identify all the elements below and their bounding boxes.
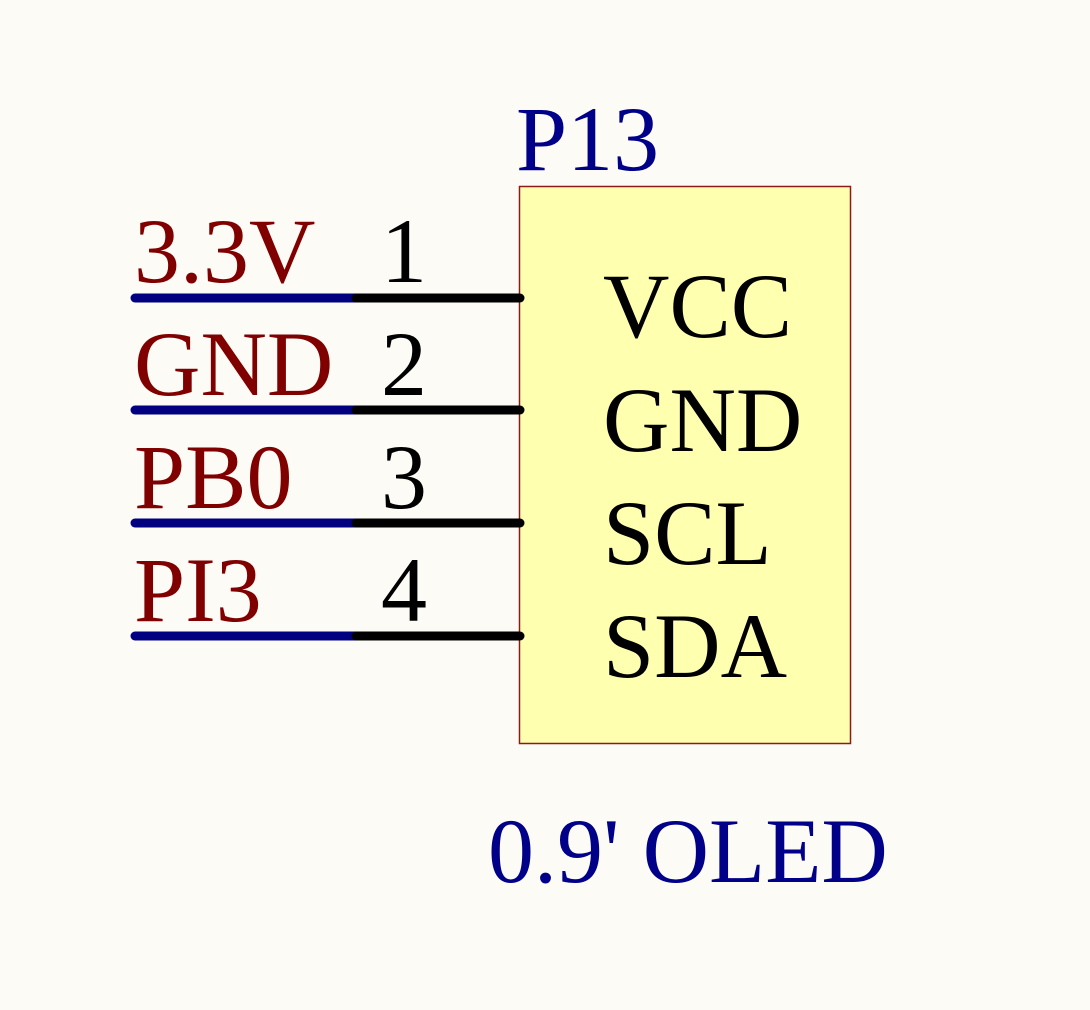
pin-number-1: 1 — [381, 200, 427, 302]
pin-number-2: 2 — [381, 313, 427, 415]
component-designator[interactable]: P13 — [516, 88, 660, 190]
pin-name-2: GND — [603, 369, 803, 471]
pin-name-1: VCC — [603, 255, 793, 357]
component-comment[interactable]: 0.9' OLED — [488, 800, 888, 902]
net-label-4[interactable]: PI3 — [134, 539, 262, 641]
component-body[interactable] — [518, 185, 852, 745]
net-label-2[interactable]: GND — [134, 313, 334, 415]
pin-number-3: 3 — [381, 426, 427, 528]
pin-name-4: SDA — [603, 595, 788, 697]
pin-number-4: 4 — [381, 539, 427, 641]
pin-name-3: SCL — [603, 482, 772, 584]
net-label-3[interactable]: PB0 — [134, 426, 293, 528]
net-label-1[interactable]: 3.3V — [134, 200, 316, 302]
